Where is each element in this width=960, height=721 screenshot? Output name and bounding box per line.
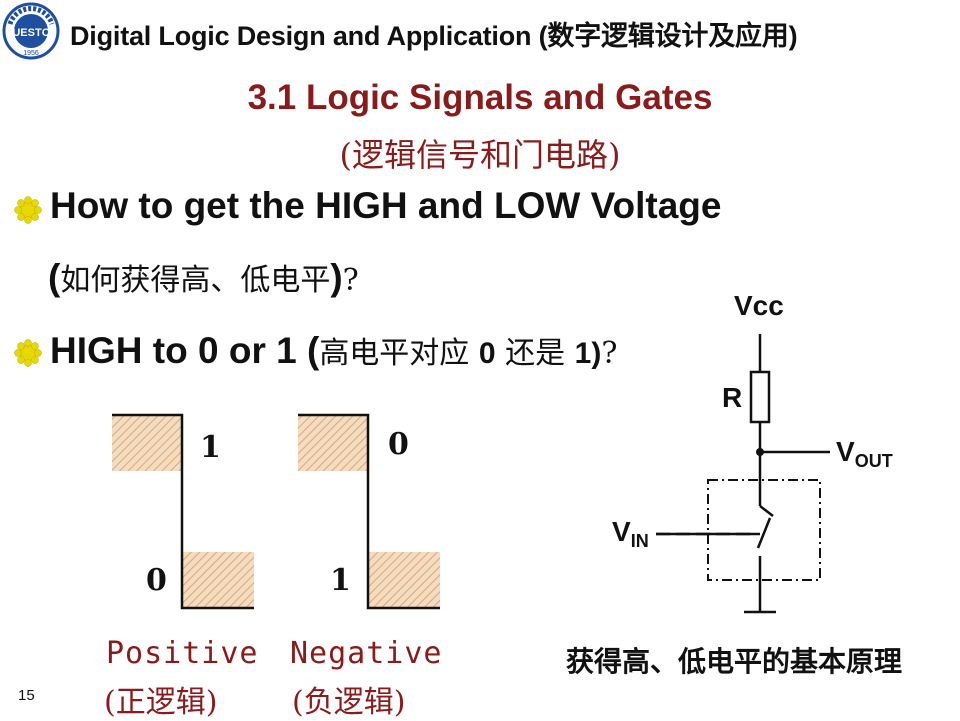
resistor-icon [749, 370, 771, 424]
slide-subtitle: (逻辑信号和门电路) [339, 136, 621, 174]
page-number: 15 [18, 687, 35, 704]
resistor-label: R [722, 382, 743, 413]
course-title: Digital Logic Design and Application (数字… [70, 21, 798, 51]
bullet-1-text: How to get the HIGH and LOW Voltage [50, 185, 722, 226]
close-paren: ) [591, 337, 602, 370]
vcc-label: Vcc [734, 290, 784, 321]
vout-label: VOUT [836, 436, 893, 471]
bullet-icon [14, 339, 42, 367]
positive-logic-cn: (正逻辑) [104, 685, 218, 720]
positive-logic-waveform [112, 413, 254, 610]
bullet-2-en: HIGH to 0 or 1 ( [50, 330, 320, 371]
university-logo-icon: UESTC 1956 [2, 2, 60, 60]
svg-text:1956: 1956 [23, 50, 39, 57]
positive-low-value: 0 [146, 563, 167, 598]
negative-logic-cn: (负逻辑) [292, 685, 406, 720]
bullet-2-num0: 0 [478, 337, 496, 370]
positive-logic-label: Positive [106, 636, 259, 671]
negative-high-value: 0 [388, 427, 409, 462]
close-paren: ) [330, 257, 343, 298]
junction-dot [756, 448, 764, 456]
negative-low-value: 1 [330, 563, 351, 598]
svg-text:UESTC: UESTC [12, 27, 49, 39]
circuit-caption: 获得高、低电平的基本原理 [566, 645, 903, 678]
switch-box [707, 479, 821, 581]
bullet-icon [14, 196, 42, 224]
bullet-2-cn2: 还是 [495, 336, 575, 371]
vin-label: VIN [612, 516, 649, 551]
question-mark: ? [601, 336, 618, 371]
bullet-1-cn: 如何获得高、低电平 [60, 263, 331, 298]
negative-low-region [368, 552, 440, 608]
positive-low-region [182, 552, 254, 608]
negative-logic-waveform [298, 413, 440, 610]
positive-high-region [112, 415, 182, 471]
bullet-2-cn1: 高电平对应 [319, 336, 479, 371]
bullet-2-text: HIGH to 0 or 1 (高电平对应 0 还是 1)? [50, 328, 617, 372]
negative-logic-label: Negative [290, 636, 443, 671]
bullet-2-num1: 1 [574, 337, 592, 370]
negative-high-region [298, 415, 368, 471]
bullet-1-cn-line: (如何获得高、低电平)? [48, 255, 359, 299]
open-paren: ( [48, 257, 61, 298]
question-mark: ? [342, 263, 359, 298]
slide-title: 3.1 Logic Signals and Gates [247, 78, 713, 117]
switch-blade [756, 517, 772, 549]
logic-levels-diagram [112, 413, 440, 610]
switch-circuit-diagram [656, 334, 830, 614]
positive-high-value: 1 [200, 430, 221, 465]
